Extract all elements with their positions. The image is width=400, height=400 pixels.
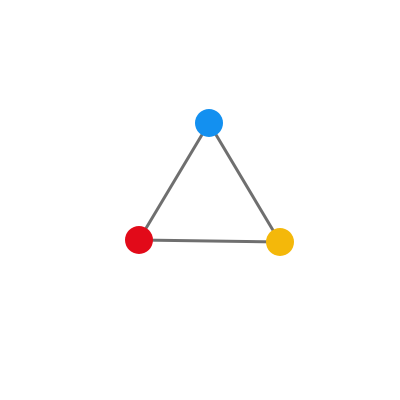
edges-layer xyxy=(137,121,282,244)
node-left xyxy=(125,226,153,254)
node-right xyxy=(266,228,294,256)
edge-left-right xyxy=(137,238,282,244)
edge-top-right xyxy=(207,121,282,244)
nodes-layer xyxy=(125,109,294,256)
node-top xyxy=(195,109,223,137)
edge-top-left xyxy=(137,121,211,242)
